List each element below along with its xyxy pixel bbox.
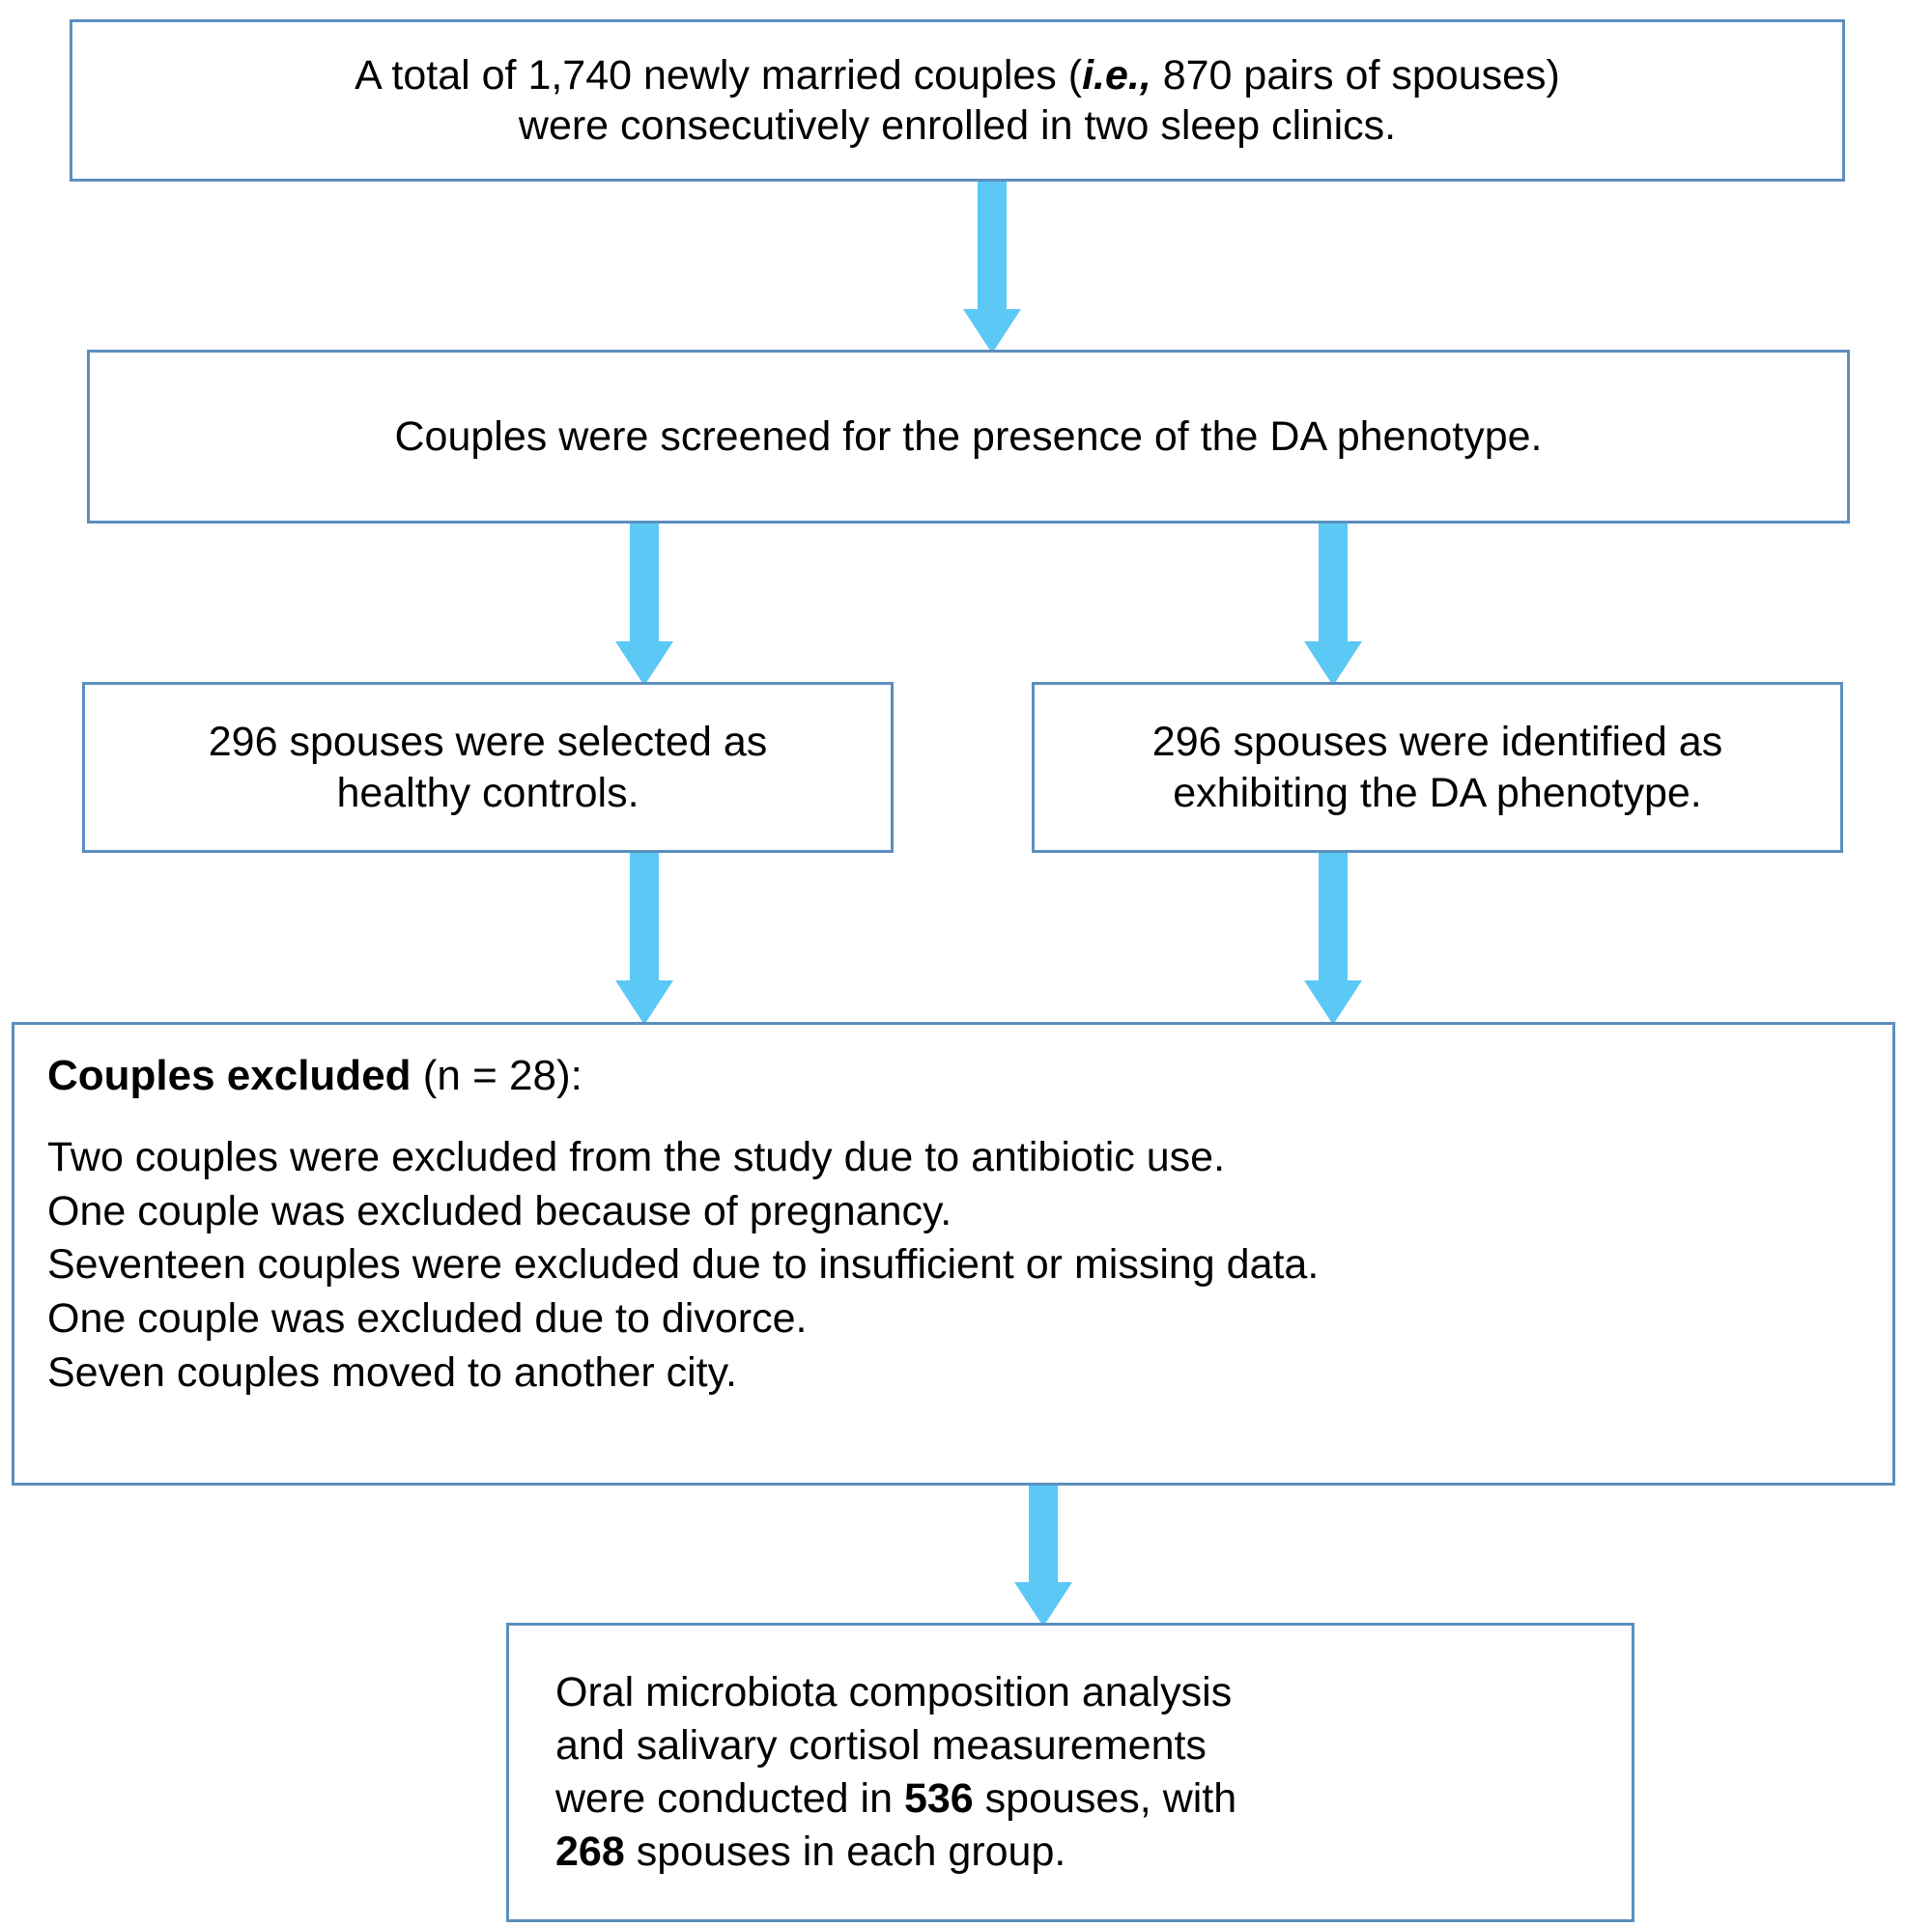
final-outcome-group-count: 268 — [555, 1828, 625, 1876]
arrow-head — [1014, 1582, 1072, 1627]
enrollment-line2: were consecutively enrolled in two sleep… — [518, 102, 1397, 149]
node-da-phenotype-text: 296 spouses were identified as exhibitin… — [1035, 717, 1840, 818]
node-enrollment-text: A total of 1,740 newly married couples (… — [72, 50, 1842, 152]
enrollment-line1-part-b: 870 pairs of spouses) — [1151, 51, 1560, 99]
list-item: One couple was excluded due to divorce. — [47, 1295, 808, 1343]
final-outcome-total-count: 536 — [903, 1775, 974, 1822]
arrow-shaft — [1029, 1486, 1058, 1584]
final-outcome-line4-suffix: spouses in each group. — [624, 1828, 1066, 1876]
arrow-shaft — [630, 524, 659, 643]
node-couples-excluded-body: Couples excluded (n = 28): Two couples w… — [14, 1025, 1892, 1401]
arrow-head — [615, 641, 673, 686]
list-item: Seventeen couples were excluded due to i… — [47, 1241, 1320, 1289]
node-final-outcome-text: Oral microbiota composition analysis and… — [509, 1666, 1632, 1879]
node-healthy-controls: 296 spouses were selected as healthy con… — [82, 682, 894, 853]
arrow-down-icon-enrollment-to-screening — [962, 182, 1022, 354]
da-phenotype-line1: 296 spouses were identified as — [1151, 719, 1723, 766]
enrollment-line1-italic: i.e., — [1082, 51, 1151, 99]
final-outcome-line3-suffix: spouses, with — [973, 1775, 1237, 1822]
arrow-head — [963, 309, 1021, 354]
arrow-down-icon-screening-to-healthy-controls — [614, 524, 674, 686]
arrow-head — [615, 980, 673, 1025]
excluded-title-bold: Couples excluded — [47, 1052, 412, 1099]
list-item: Two couples were excluded from the study… — [47, 1133, 1226, 1180]
final-outcome-line3-prefix: were conducted in — [555, 1775, 904, 1822]
da-phenotype-line2: exhibiting the DA phenotype. — [1173, 769, 1702, 816]
list-item: Seven couples moved to another city. — [47, 1349, 737, 1397]
arrow-shaft — [978, 182, 1007, 311]
list-item: One couple was excluded because of pregn… — [47, 1187, 952, 1234]
node-screening: Couples were screened for the presence o… — [87, 350, 1850, 524]
arrow-shaft — [1319, 853, 1348, 982]
healthy-controls-line1: 296 spouses were selected as — [208, 719, 768, 766]
final-outcome-line2: and salivary cortisol measurements — [555, 1721, 1207, 1769]
enrollment-line1-part-a: A total of 1,740 newly married couples ( — [355, 51, 1083, 99]
node-screening-text: Couples were screened for the presence o… — [394, 412, 1543, 460]
arrow-shaft — [630, 853, 659, 982]
arrow-down-icon-screening-to-da-phenotype — [1303, 524, 1363, 686]
excluded-title-count: (n = 28): — [411, 1052, 582, 1099]
node-couples-excluded: Couples excluded (n = 28): Two couples w… — [12, 1022, 1895, 1486]
arrow-down-icon-excluded-to-final-outcome — [1013, 1486, 1073, 1627]
arrow-head — [1304, 980, 1362, 1025]
excluded-reason-list: Two couples were excluded from the study… — [47, 1131, 1863, 1401]
node-final-outcome: Oral microbiota composition analysis and… — [506, 1623, 1634, 1922]
arrow-down-icon-healthy-controls-to-excluded — [614, 853, 674, 1025]
arrow-shaft — [1319, 524, 1348, 643]
arrow-head — [1304, 641, 1362, 686]
arrow-down-icon-da-phenotype-to-excluded — [1303, 853, 1363, 1025]
node-enrollment: A total of 1,740 newly married couples (… — [70, 19, 1845, 182]
final-outcome-line1: Oral microbiota composition analysis — [555, 1668, 1233, 1715]
node-da-phenotype: 296 spouses were identified as exhibitin… — [1032, 682, 1843, 853]
healthy-controls-line2: healthy controls. — [336, 769, 639, 816]
excluded-title: Couples excluded (n = 28): — [47, 1050, 1863, 1102]
node-healthy-controls-text: 296 spouses were selected as healthy con… — [85, 717, 891, 818]
